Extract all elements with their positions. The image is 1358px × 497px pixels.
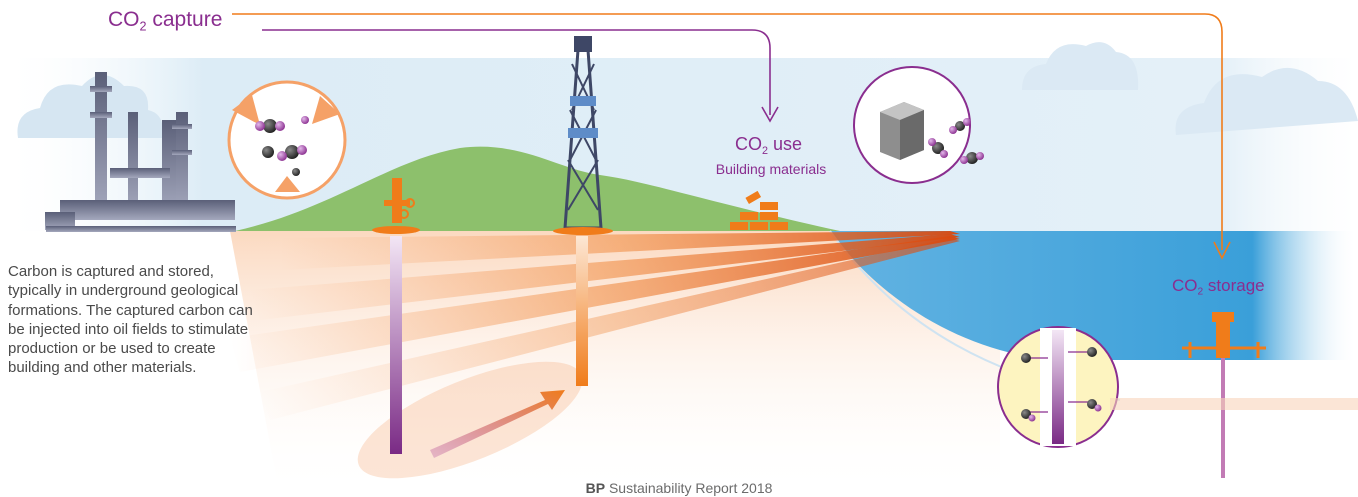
injection-valve-icon	[1182, 312, 1266, 478]
rock-strata	[230, 231, 960, 420]
footer-text: Sustainability Report 2018	[605, 480, 773, 496]
reservoir-pocket	[357, 361, 583, 479]
storage-label-subscript: 2	[1197, 286, 1204, 298]
storage-label-suffix: storage	[1203, 276, 1265, 295]
production-well-pipe	[576, 236, 588, 386]
refinery-icon	[45, 72, 236, 232]
injection-arrow	[430, 390, 565, 458]
capture-label-prefix: CO	[108, 8, 140, 31]
use-label-prefix: CO	[735, 134, 762, 154]
oil-derrick-icon	[553, 36, 613, 235]
co2-storage-label: CO2 storage	[1172, 276, 1265, 298]
injection-well-pipe	[390, 236, 402, 454]
capture-label-suffix: capture	[146, 8, 223, 31]
cloud-icon	[1175, 67, 1358, 135]
use-label-subscript: 2	[762, 144, 769, 157]
capture-label-subscript: 2	[139, 19, 147, 34]
use-bubble	[853, 66, 984, 184]
storage-strata	[1110, 398, 1358, 410]
footer: BP Sustainability Report 2018	[0, 480, 1358, 496]
capture-flow-line	[232, 13, 1223, 250]
use-flow-arrowhead	[761, 106, 779, 123]
storage-label-prefix: CO	[1172, 276, 1198, 295]
cloud-icon	[1022, 42, 1139, 90]
co2-use-label: CO2 use	[735, 134, 802, 157]
footer-brand: BP	[585, 480, 606, 496]
use-label-suffix: use	[768, 134, 803, 154]
molecule-icon	[255, 116, 309, 176]
wellhead-icon	[372, 178, 420, 234]
capture-flow-arrowhead	[1213, 241, 1231, 260]
capture-bubble	[227, 80, 347, 200]
cloud-icon	[17, 75, 163, 138]
description-text: Carbon is captured and stored, typically…	[8, 263, 253, 377]
building-materials-label: Building materials	[715, 161, 827, 177]
hill	[235, 146, 840, 231]
bricks-icon	[730, 190, 788, 230]
co2-capture-label: CO2 capture	[108, 8, 222, 33]
use-flow-line	[262, 29, 771, 115]
storage-bubble	[997, 326, 1119, 448]
